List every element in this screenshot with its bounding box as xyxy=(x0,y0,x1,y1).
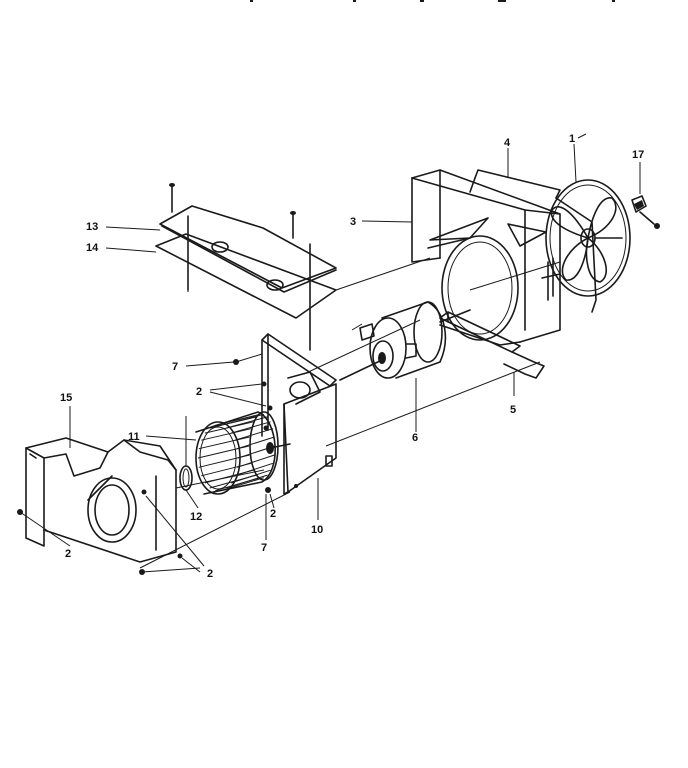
wheel-vane xyxy=(209,474,257,489)
support-bracket xyxy=(439,311,545,379)
wheel-vane xyxy=(201,428,252,441)
wheel-vane xyxy=(226,416,268,429)
wheel-vane xyxy=(215,477,261,492)
callout-15: 15 xyxy=(60,392,72,404)
callout-14: 14 xyxy=(86,242,99,254)
leader-lines xyxy=(19,133,641,573)
scan-specks xyxy=(250,0,615,2)
fan-shroud xyxy=(411,169,561,346)
wheel-vane xyxy=(198,454,250,468)
wheel-vane xyxy=(237,436,275,450)
wheel-vane xyxy=(198,436,250,450)
callout-4: 4 xyxy=(504,137,511,149)
callout-1: 1 xyxy=(569,133,575,145)
blower-wheel xyxy=(195,411,291,495)
callout-3: 3 xyxy=(350,216,356,228)
wheel-vane xyxy=(230,421,271,434)
callout-17: 17 xyxy=(632,149,644,161)
callout-6: 6 xyxy=(412,432,418,444)
callout-10: 10 xyxy=(311,524,323,536)
callout-13: 13 xyxy=(86,221,98,233)
top-cover xyxy=(159,205,337,293)
clip-part xyxy=(631,195,660,229)
callout-7-lower: 7 xyxy=(261,542,267,554)
blower-motor xyxy=(339,301,471,381)
blower-housing xyxy=(25,437,177,563)
wheel-vane xyxy=(220,477,265,492)
callout-11: 11 xyxy=(128,431,140,443)
callout-2-upper: 2 xyxy=(196,386,202,398)
callout-7-upper: 7 xyxy=(172,361,178,373)
callout-12: 12 xyxy=(190,511,202,523)
wheel-vane xyxy=(201,462,252,477)
callout-labels: 1 17 4 3 13 14 7 2 15 11 6 5 12 2 10 7 2… xyxy=(60,133,644,580)
screws xyxy=(17,353,273,575)
cover-screws xyxy=(169,183,311,351)
wheel-vane xyxy=(215,413,261,426)
frame-bracket xyxy=(469,169,597,313)
callout-2-left: 2 xyxy=(65,548,71,560)
wheel-vane xyxy=(234,428,274,441)
callout-2-bottom: 2 xyxy=(207,568,213,580)
callout-2-mid: 2 xyxy=(270,508,276,520)
callout-5: 5 xyxy=(510,404,516,416)
insulation-pad xyxy=(155,233,337,319)
fan-blade xyxy=(545,179,631,297)
